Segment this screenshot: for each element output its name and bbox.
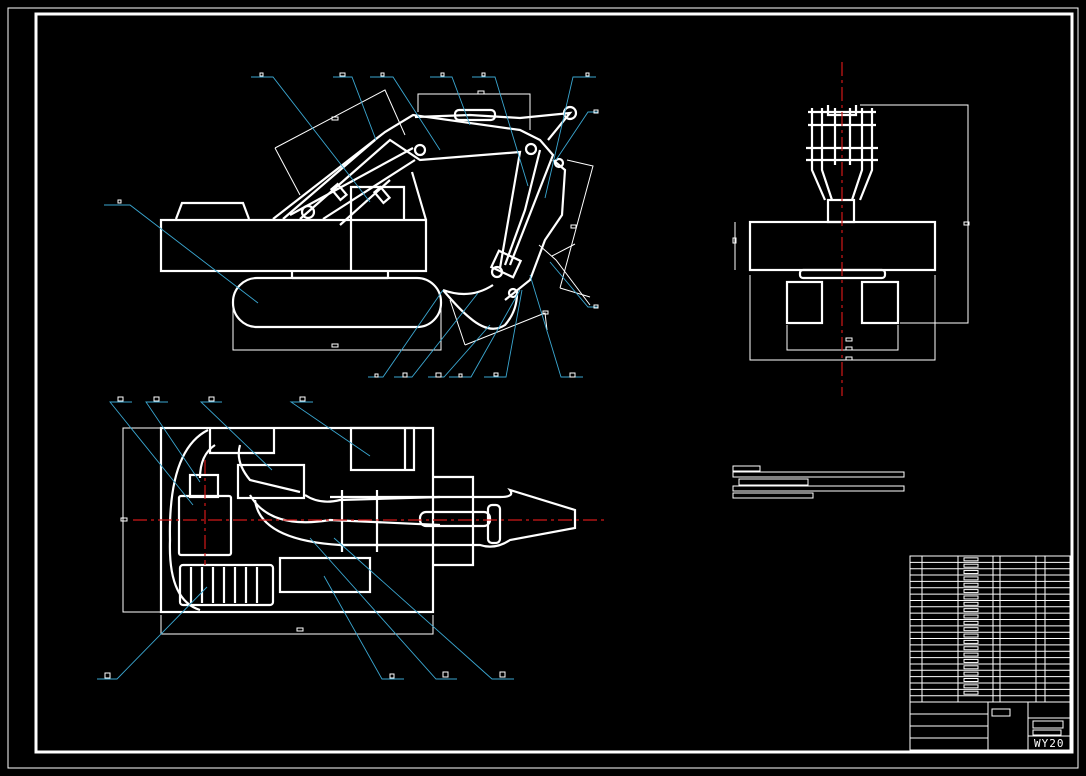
parts-list-cell-placeholder — [963, 671, 979, 676]
technical-notes — [732, 465, 905, 499]
front-view-excavator — [732, 62, 970, 396]
upper-body — [159, 218, 428, 273]
parts-list-cell-placeholder — [963, 652, 979, 657]
parts-list-cell-placeholder — [963, 665, 979, 670]
side-view-excavator — [159, 89, 594, 351]
parts-list-cell-placeholder — [963, 563, 979, 568]
parts-list-cell-placeholder — [963, 684, 979, 689]
parts-list-cell-placeholder — [963, 582, 979, 587]
parts-list-cell-placeholder — [963, 570, 979, 575]
parts-list-cell-placeholder — [963, 614, 979, 619]
drawing-code: WY20 — [1034, 737, 1065, 750]
parts-list-cell-placeholder — [963, 690, 979, 695]
bucket — [442, 284, 519, 330]
parts-list-cell-placeholder — [963, 678, 979, 682]
side-view-balloon-labels — [117, 72, 599, 378]
parts-list-cell-placeholder — [963, 589, 979, 594]
parts-list-cell-placeholder — [963, 627, 979, 632]
parts-list-cell-placeholder — [963, 658, 979, 663]
parts-list-cell-placeholder — [963, 595, 979, 600]
boom — [272, 113, 555, 266]
parts-list-cell-placeholder — [963, 633, 979, 638]
plan-view-excavator — [120, 426, 605, 635]
parts-list-cell-placeholder — [963, 646, 979, 651]
crawler-track — [231, 276, 443, 329]
parts-list-cell-placeholder — [963, 576, 979, 581]
arm — [504, 159, 567, 301]
plan-view-leaders — [97, 401, 514, 680]
title-block — [909, 555, 1071, 751]
drawing-border — [34, 12, 1074, 754]
outer-frame — [7, 7, 1079, 769]
cab-roof — [174, 201, 251, 220]
parts-list-cell-placeholder — [963, 620, 979, 625]
parts-list-cell-placeholder — [963, 608, 979, 613]
side-view-leaders — [104, 76, 598, 378]
parts-list-cell-placeholder — [963, 557, 979, 562]
parts-list-cell-placeholder — [963, 601, 979, 606]
parts-list-cell-placeholder — [963, 639, 979, 644]
side-view-dimensions — [232, 89, 594, 351]
